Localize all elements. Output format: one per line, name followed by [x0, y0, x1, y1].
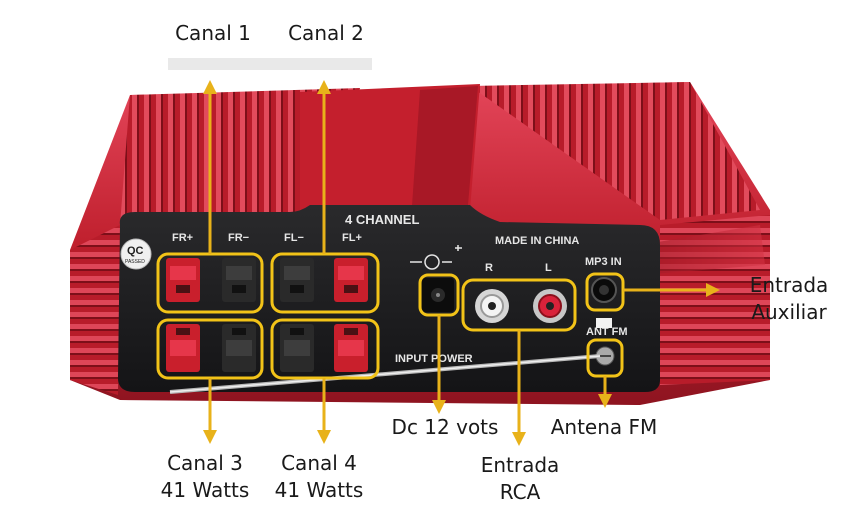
qc-sticker: QC PASSED	[120, 238, 152, 270]
label-canal-3-title: Canal 3	[167, 451, 243, 475]
label-canal-4: Canal 4 41 Watts	[264, 450, 374, 504]
arrows	[203, 80, 720, 446]
svg-text:R: R	[485, 262, 493, 274]
svg-text:FL−: FL−	[284, 232, 304, 244]
svg-text:L: L	[545, 262, 552, 274]
label-dc: Dc 12 vots	[391, 415, 499, 439]
dc-polarity-symbol	[410, 245, 462, 270]
svg-text:QC: QC	[127, 245, 144, 257]
svg-text:ANT FM: ANT FM	[586, 326, 628, 338]
svg-text:MADE IN CHINA: MADE IN CHINA	[495, 235, 579, 247]
svg-text:MP3 IN: MP3 IN	[585, 256, 622, 268]
label-canal-4-title: Canal 4	[281, 451, 357, 475]
device-print: 4 CHANNEL FR+ FR− FL− FL+ MADE IN CHINA …	[172, 212, 628, 365]
svg-text:FR+: FR+	[172, 232, 193, 244]
rca-jacks	[475, 289, 567, 323]
label-rca: Entrada RCA	[470, 452, 570, 506]
label-rca-sub: RCA	[499, 480, 541, 504]
channel-title: 4 CHANNEL	[345, 212, 419, 227]
svg-text:FR−: FR−	[228, 232, 249, 244]
blurred-strip	[168, 58, 372, 70]
label-canal-1: Canal 1	[175, 21, 251, 45]
label-canal-3: Canal 3 41 Watts	[150, 450, 260, 504]
speaker-terminals	[166, 258, 368, 372]
label-canal-4-watts: 41 Watts	[274, 478, 364, 502]
dc-jack	[422, 278, 454, 312]
label-aux-title: Entrada	[749, 273, 829, 297]
aux-jack	[591, 277, 617, 303]
svg-text:FL+: FL+	[342, 232, 362, 244]
label-canal-2: Canal 2	[288, 21, 364, 45]
antenna-rod	[169, 354, 601, 394]
label-aux: Entrada Auxiliar	[734, 272, 844, 326]
label-canal-3-watts: 41 Watts	[160, 478, 250, 502]
label-aux-sub: Auxiliar	[751, 300, 827, 324]
svg-text:PASSED: PASSED	[125, 259, 145, 265]
label-rca-title: Entrada	[480, 453, 560, 477]
svg-text:INPUT POWER: INPUT POWER	[395, 353, 473, 365]
aux-box	[585, 272, 625, 312]
label-antenna: Antena FM	[550, 415, 658, 439]
